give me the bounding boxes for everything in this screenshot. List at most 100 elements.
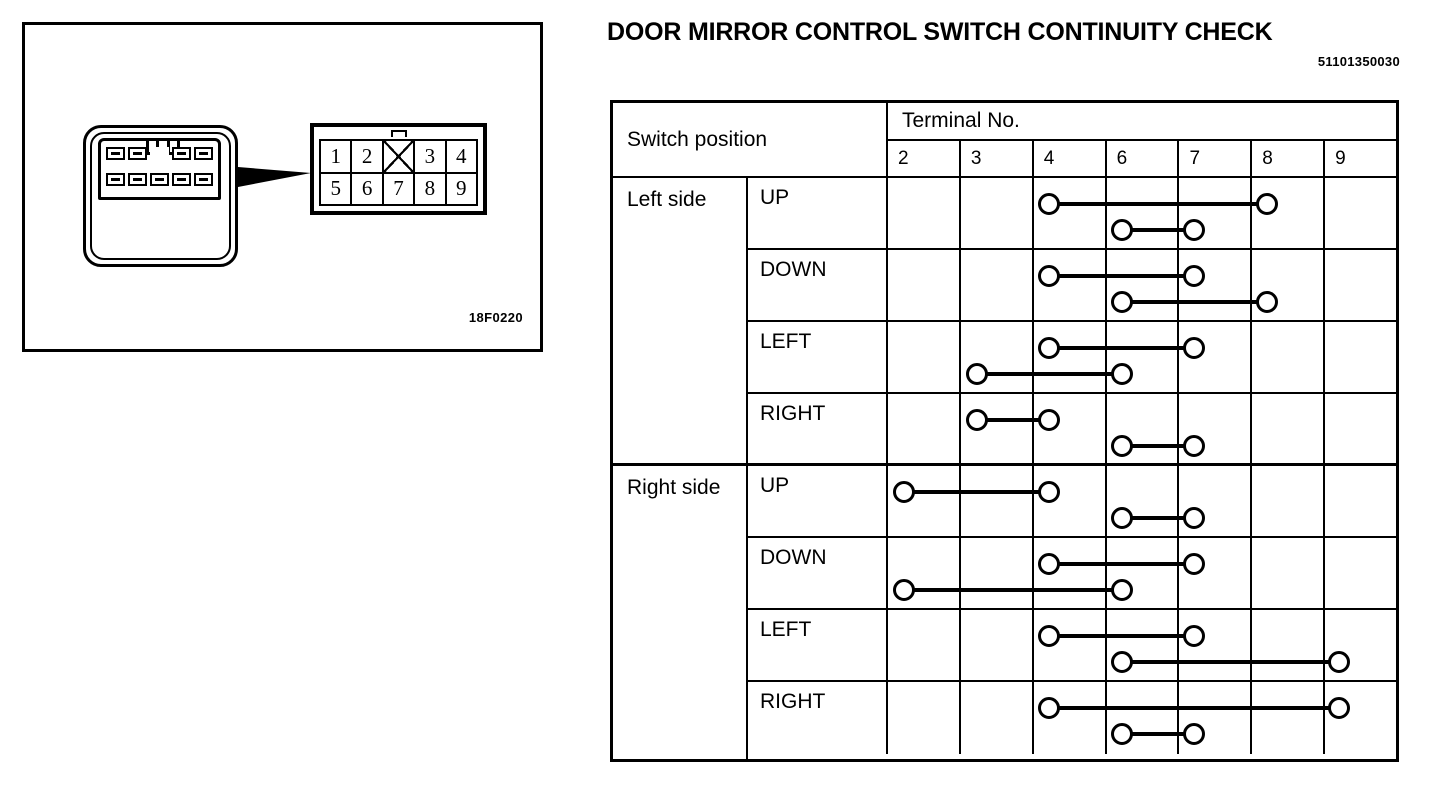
terminal-cell-6 (1107, 178, 1180, 248)
terminal-cell-3 (961, 538, 1034, 608)
cavity-8 (172, 173, 191, 186)
terminal-cell-8 (1252, 322, 1326, 392)
leader-pointer-icon (238, 167, 311, 187)
table-row: LEFT (748, 322, 1396, 394)
cavity-3 (172, 147, 191, 160)
terminal-cell-4 (1034, 394, 1107, 463)
figure-code-label: 18F0220 (468, 310, 523, 325)
table-row: RIGHT (748, 394, 1396, 466)
table-row: UP (748, 466, 1396, 538)
terminal-cells (888, 322, 1396, 392)
terminal-cell-8 (1252, 250, 1326, 320)
cavity-9 (194, 173, 213, 186)
table-row: UP (748, 178, 1396, 250)
pin-5: 5 (319, 171, 353, 206)
pin-3: 3 (413, 139, 447, 174)
terminal-cell-9 (1325, 322, 1396, 392)
terminal-cell-6 (1107, 394, 1180, 463)
table-row: LEFT (748, 610, 1396, 682)
terminal-cell-7 (1179, 538, 1253, 608)
pin-7: 7 (381, 171, 416, 206)
cavity-2 (128, 147, 147, 160)
pin-blank (381, 139, 416, 174)
cavity-7 (150, 173, 169, 186)
terminal-col-header-3: 3 (961, 141, 1034, 176)
terminal-cell-4 (1034, 538, 1107, 608)
terminal-cell-6 (1107, 466, 1180, 536)
cavity-6 (128, 173, 147, 186)
terminal-cell-8 (1252, 466, 1326, 536)
terminal-cell-9 (1325, 178, 1396, 248)
terminal-cell-4 (1034, 466, 1107, 536)
terminal-cell-7 (1179, 394, 1253, 463)
page-title: DOOR MIRROR CONTROL SWITCH CONTINUITY CH… (607, 18, 1273, 46)
terminal-cell-4 (1034, 610, 1107, 680)
terminal-cell-7 (1179, 682, 1253, 754)
terminal-cell-8 (1252, 610, 1326, 680)
cavity-row-top (106, 147, 213, 160)
cavity-5 (106, 173, 125, 186)
terminal-col-header-8: 8 (1252, 141, 1326, 176)
terminal-cell-4 (1034, 682, 1107, 754)
table-row: DOWN (748, 250, 1396, 322)
terminal-cell-3 (961, 682, 1034, 754)
header-switch-position: Switch position (613, 103, 888, 178)
header-terminal-no: Terminal No. (888, 103, 1396, 141)
pin-9: 9 (444, 171, 478, 206)
terminal-cells (888, 682, 1396, 754)
terminal-cell-8 (1252, 394, 1326, 463)
pin-8: 8 (413, 171, 447, 206)
terminal-cell-2 (888, 250, 961, 320)
document-number: 51101350030 (1317, 54, 1400, 69)
pin-1: 1 (319, 139, 353, 174)
terminal-cell-3 (961, 466, 1034, 536)
terminal-cell-2 (888, 466, 961, 536)
switch-position-label: RIGHT (748, 394, 888, 463)
pin-6: 6 (350, 171, 384, 206)
terminal-cell-4 (1034, 250, 1107, 320)
terminal-cell-6 (1107, 250, 1180, 320)
terminal-cell-7 (1179, 322, 1253, 392)
terminal-cell-3 (961, 178, 1034, 248)
terminal-col-header-2: 2 (888, 141, 961, 176)
terminal-cell-7 (1179, 178, 1253, 248)
terminal-cell-2 (888, 682, 961, 754)
terminal-cells (888, 178, 1396, 248)
cavity-row-bottom (106, 173, 213, 186)
terminal-cells (888, 394, 1396, 463)
cavity-1 (106, 147, 125, 160)
switch-position-label: LEFT (748, 610, 888, 680)
terminal-cell-9 (1325, 250, 1396, 320)
cavity-blank (150, 147, 169, 160)
connector-lock-tab-icon (390, 130, 407, 137)
terminal-col-header-7: 7 (1179, 141, 1253, 176)
switch-position-label: LEFT (748, 322, 888, 392)
terminal-cell-2 (888, 538, 961, 608)
cavity-4 (194, 147, 213, 160)
terminal-cells (888, 610, 1396, 680)
terminal-cell-9 (1325, 394, 1396, 463)
side-group-label: Right side (613, 466, 748, 762)
terminal-cell-8 (1252, 682, 1326, 754)
terminal-cell-3 (961, 394, 1034, 463)
terminal-cell-4 (1034, 178, 1107, 248)
side-group-label: Left side (613, 178, 748, 466)
terminal-cell-2 (888, 322, 961, 392)
terminal-cells (888, 538, 1396, 608)
switch-body-outline (90, 132, 231, 260)
terminal-cell-7 (1179, 466, 1253, 536)
terminal-cell-3 (961, 322, 1034, 392)
terminal-cell-3 (961, 610, 1034, 680)
switch-position-label: RIGHT (748, 682, 888, 754)
terminal-cell-9 (1325, 682, 1396, 754)
terminal-cells (888, 466, 1396, 536)
table-row: DOWN (748, 538, 1396, 610)
terminal-cavity-area (98, 138, 221, 200)
pin-4: 4 (444, 139, 478, 174)
switch-position-label: DOWN (748, 538, 888, 608)
